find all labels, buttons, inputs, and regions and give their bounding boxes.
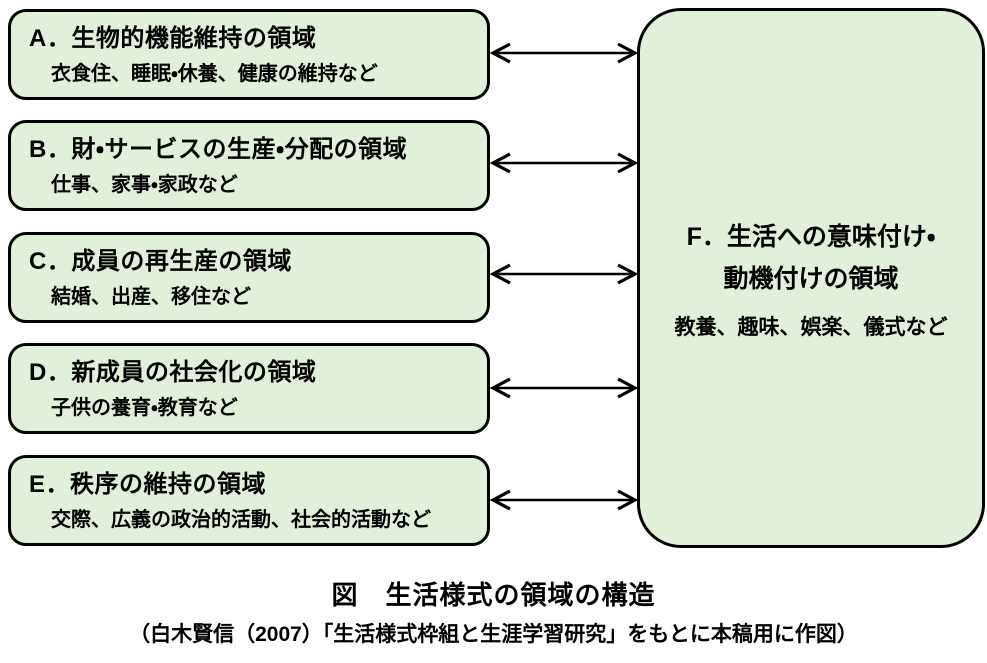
domain-box-d-title: D．新成員の社会化の領域: [29, 359, 317, 386]
domain-box-d: D．新成員の社会化の領域 子供の養育・教育など: [8, 343, 490, 434]
domain-box-f-title-line2: 動機付けの領域: [723, 265, 899, 293]
domain-box-c: C．成員の再生産の領域 結婚、出産、移住など: [8, 232, 490, 323]
domain-box-f-examples: 教養、趣味、娯楽、儀式など: [674, 315, 948, 339]
domain-box-a: A．生物的機能維持の領域 衣食住、睡眠・休養、健康の維持など: [8, 9, 490, 100]
figure-caption: 図 生活様式の領域の構造: [331, 580, 656, 610]
domain-box-e: E．秩序の維持の領域 交際、広義の政治的活動、社会的活動など: [8, 455, 490, 546]
domain-box-b-title: B．財・サービスの生産・分配の領域: [29, 136, 408, 163]
domain-box-f-title-line1: F．生活への意味付け・: [686, 222, 936, 251]
domain-box-a-examples: 衣食住、睡眠・休養、健康の維持など: [51, 63, 378, 86]
bidirectional-arrow-b-f-icon: [489, 152, 639, 174]
bidirectional-arrow-d-f-icon: [489, 377, 639, 399]
domain-box-d-examples: 子供の養育・教育など: [51, 397, 238, 420]
domain-box-a-title: A．生物的機能維持の領域: [29, 25, 317, 52]
domain-box-c-examples: 結婚、出産、移住など: [51, 286, 251, 309]
bidirectional-arrow-c-f-icon: [489, 263, 639, 285]
bidirectional-arrow-e-f-icon: [489, 489, 639, 511]
domain-box-b-examples: 仕事、家事・家政など: [51, 174, 238, 197]
domain-box-e-examples: 交際、広義の政治的活動、社会的活動など: [51, 509, 431, 532]
figure-source-caption: （白木賢信（2007）「生活様式枠組と生涯学習研究」をもとに本稿用に作図）: [129, 623, 858, 646]
domain-box-f: F．生活への意味付け・ 動機付けの領域 教養、趣味、娯楽、儀式など: [637, 8, 985, 548]
domain-box-c-title: C．成員の再生産の領域: [29, 248, 292, 275]
bidirectional-arrow-a-f-icon: [489, 42, 639, 64]
domain-box-e-title: E．秩序の維持の領域: [29, 471, 267, 498]
domain-box-f-title: F．生活への意味付け・ 動機付けの領域: [687, 216, 936, 301]
domain-box-b: B．財・サービスの生産・分配の領域 仕事、家事・家政など: [8, 120, 490, 211]
